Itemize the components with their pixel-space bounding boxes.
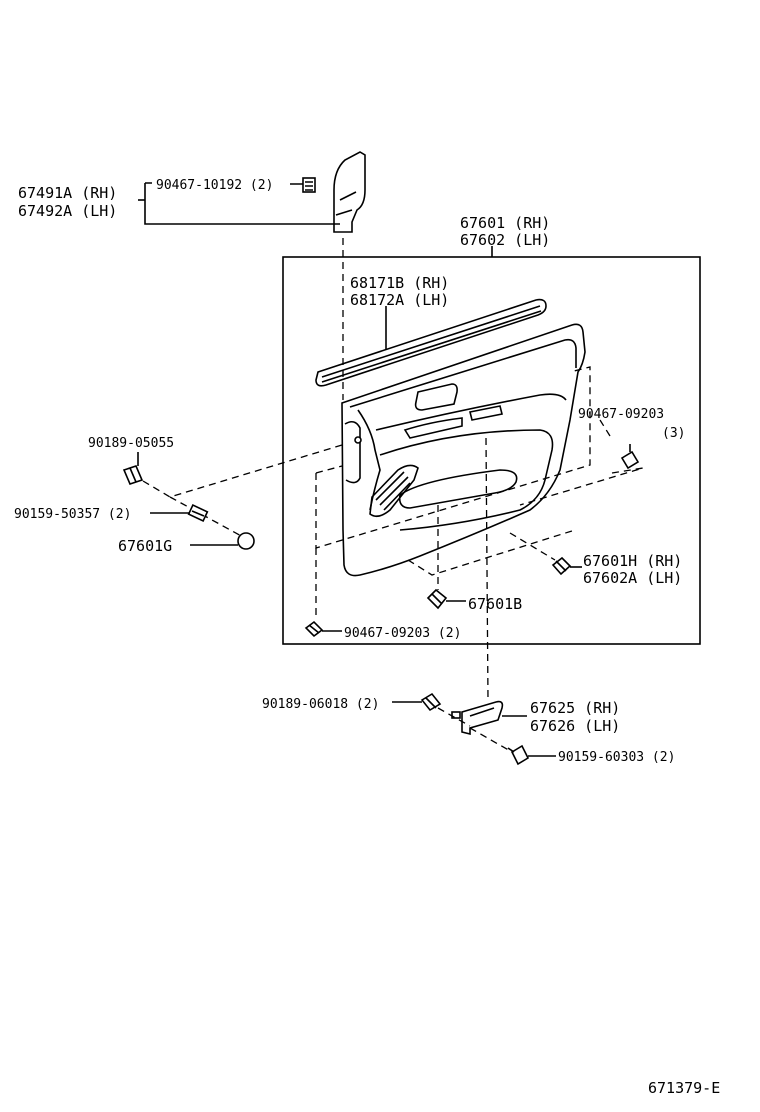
leader-90467-10192 — [145, 182, 303, 185]
label-90467-09203-bottom: 90467-09203 (2) — [344, 626, 461, 641]
bracket-dashed-lines — [437, 707, 513, 753]
weatherstrip-68171b — [315, 298, 547, 387]
label-67491a: 67491A (RH) — [18, 184, 117, 202]
label-90189-06018: 90189-06018 (2) — [262, 697, 379, 712]
label-90467-09203-right: 90467-09203 — [578, 407, 664, 422]
label-67492a: 67492A (LH) — [18, 202, 117, 220]
label-67602: 67602 (LH) — [460, 231, 550, 249]
door-trim-panel — [341, 323, 586, 577]
label-68171b: 68171B (RH) — [350, 274, 449, 292]
label-68172a: 68172A (LH) — [350, 291, 449, 309]
label-90159-50357: 90159-50357 (2) — [14, 507, 131, 522]
handle-bracket-67625 — [451, 700, 504, 736]
label-90159-60303: 90159-60303 (2) — [558, 750, 675, 765]
clip-90467-09203-right — [620, 444, 640, 470]
cap-67601g — [237, 532, 255, 550]
label-67601: 67601 (RH) — [460, 214, 550, 232]
clip-90189-05055 — [122, 465, 144, 485]
clip-90467-10192 — [302, 177, 316, 193]
assembly-dashed-lines — [142, 238, 644, 701]
door-trim-corner-piece — [333, 151, 366, 233]
label-67602a: 67602A (LH) — [583, 569, 682, 587]
label-90189-05055: 90189-05055 — [88, 436, 174, 451]
label-67601b: 67601B — [468, 595, 522, 613]
clip-90467-09203-bottom — [304, 620, 324, 638]
label-67625: 67625 (RH) — [530, 699, 620, 717]
label-90467-10192: 90467-10192 (2) — [156, 178, 273, 193]
label-67601g: 67601G — [118, 537, 172, 555]
bracket-67491a — [144, 183, 340, 225]
label-67601h: 67601H (RH) — [583, 552, 682, 570]
label-67626: 67626 (LH) — [530, 717, 620, 735]
clip-67601b — [426, 588, 448, 610]
screw-90159-60303 — [507, 744, 530, 766]
clip-67601h — [551, 556, 572, 576]
label-quantity-3: (3) — [662, 426, 685, 441]
screw-90159-50357 — [187, 504, 209, 522]
clip-90189-06018 — [420, 692, 442, 712]
diagram-code: 671379-E — [648, 1079, 720, 1097]
